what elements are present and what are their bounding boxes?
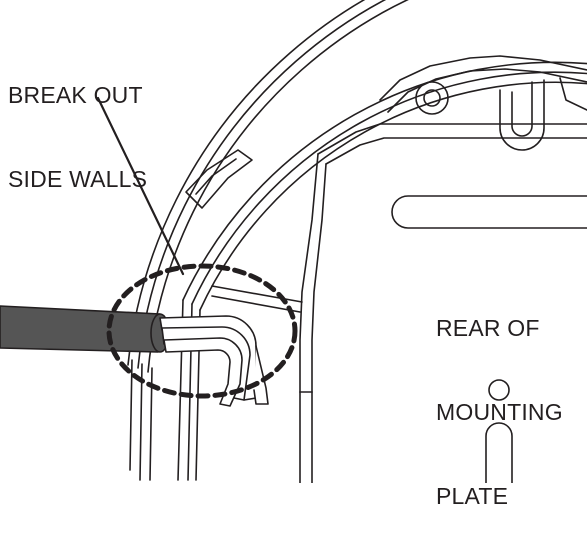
rear-label-line-3: PLATE (436, 483, 509, 509)
callout-line-1: BREAK OUT (8, 82, 143, 108)
mounting-plate-diagram (0, 0, 587, 483)
rear-of-mounting-plate-label: REAR OF MOUNTING PLATE (436, 258, 563, 538)
keyhole-slot (485, 422, 513, 483)
callout-label-break-out-side-walls: BREAK OUT SIDE WALLS (8, 25, 147, 221)
rear-label-line-2: MOUNTING (436, 399, 563, 425)
screw-hole (488, 379, 510, 401)
mounting-slot (391, 195, 587, 229)
cable-jacket (0, 305, 170, 353)
rim-tab (185, 149, 253, 209)
callout-line-2: SIDE WALLS (8, 166, 148, 192)
cable-wires (159, 315, 269, 407)
breakout-highlight-ellipse (106, 263, 298, 399)
top-boss (379, 55, 587, 151)
plate-body-outline (211, 123, 587, 483)
callout-leader-line (96, 96, 185, 276)
rear-label-line-1: REAR OF (436, 315, 540, 341)
